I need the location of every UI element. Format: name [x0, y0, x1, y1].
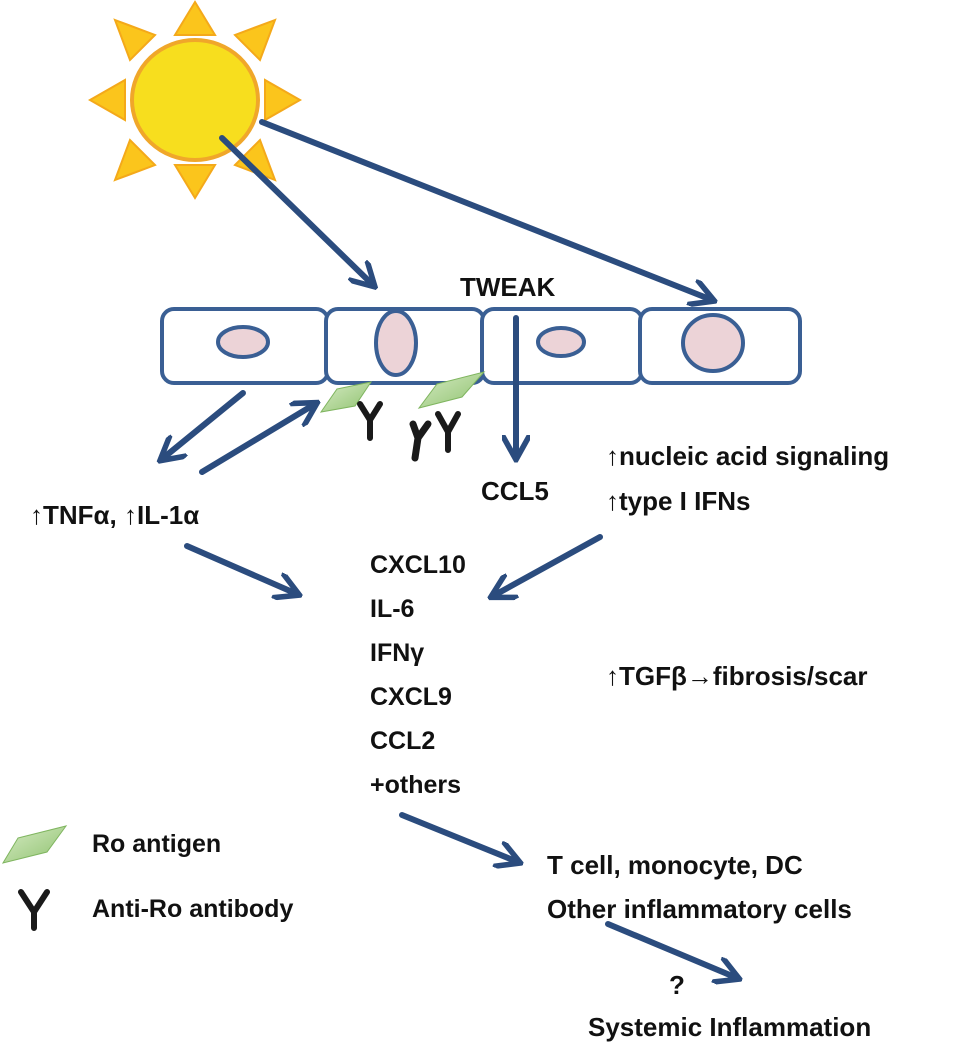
- type-i-ifns-label: ↑type I IFNs: [606, 486, 751, 516]
- arrow-mediators-to-cells: [399, 812, 518, 862]
- tnf-il1-label: ↑TNFα, ↑IL-1α: [30, 500, 200, 530]
- nucleus-1: [216, 325, 270, 359]
- sun-icon: [87, 0, 303, 200]
- mediator-item: IFNγ: [370, 639, 425, 667]
- nucleus-3: [536, 326, 586, 358]
- arrow-cell-to-tnf: [162, 390, 246, 459]
- arrow-sun-to-far-cell: [259, 119, 712, 300]
- mediator-item: CXCL9: [370, 683, 452, 711]
- mediator-item: +others: [370, 771, 462, 799]
- arrow-cells-to-systemic: [605, 921, 737, 978]
- ro-antigen-legend-icon: [1, 825, 68, 864]
- nucleic-acid-label: ↑nucleic acid signaling: [606, 441, 890, 471]
- mediator-item: CCL2: [370, 727, 436, 755]
- systemic-inflammation-label: Systemic Inflammation: [588, 1012, 872, 1042]
- ro-antigen-on-cell: [417, 371, 486, 409]
- nucleus-4: [681, 313, 745, 373]
- ccl5-label: CCL5: [481, 476, 549, 506]
- anti-ro-antibody-icon: [357, 401, 383, 441]
- mediator-item: IL-6: [370, 595, 415, 623]
- other-cells-label: Other inflammatory cells: [547, 894, 852, 924]
- t-cell-label: T cell, monocyte, DC: [547, 850, 803, 880]
- question-mark-label: ?: [669, 970, 685, 1000]
- anti-ro-antibody-icon: [409, 420, 432, 462]
- arrow-sun-to-cell: [219, 135, 373, 285]
- anti-ro-antibody-icon: [435, 411, 461, 453]
- nucleus-2: [374, 309, 418, 377]
- tgfb-fibrosis-label: ↑TGFβ→fibrosis/scar: [606, 661, 868, 691]
- arrow-ifn-to-mediators: [493, 534, 603, 596]
- ro-antigen-on-cell: [319, 381, 373, 413]
- arrow-tnf-to-mediators: [184, 543, 297, 594]
- mediator-list: CXCL10 IL-6 IFNγ CXCL9 CCL2 +others: [370, 548, 530, 812]
- legend-anti-ro-antibody-label: Anti-Ro antibody: [92, 895, 294, 923]
- mediator-item: CXCL10: [370, 551, 466, 579]
- anti-ro-antibody-legend-icon: [18, 889, 50, 931]
- tweak-label: TWEAK: [460, 272, 556, 302]
- legend-ro-antigen-label: Ro antigen: [92, 830, 222, 858]
- arrow-tnf-to-cell: [199, 404, 315, 475]
